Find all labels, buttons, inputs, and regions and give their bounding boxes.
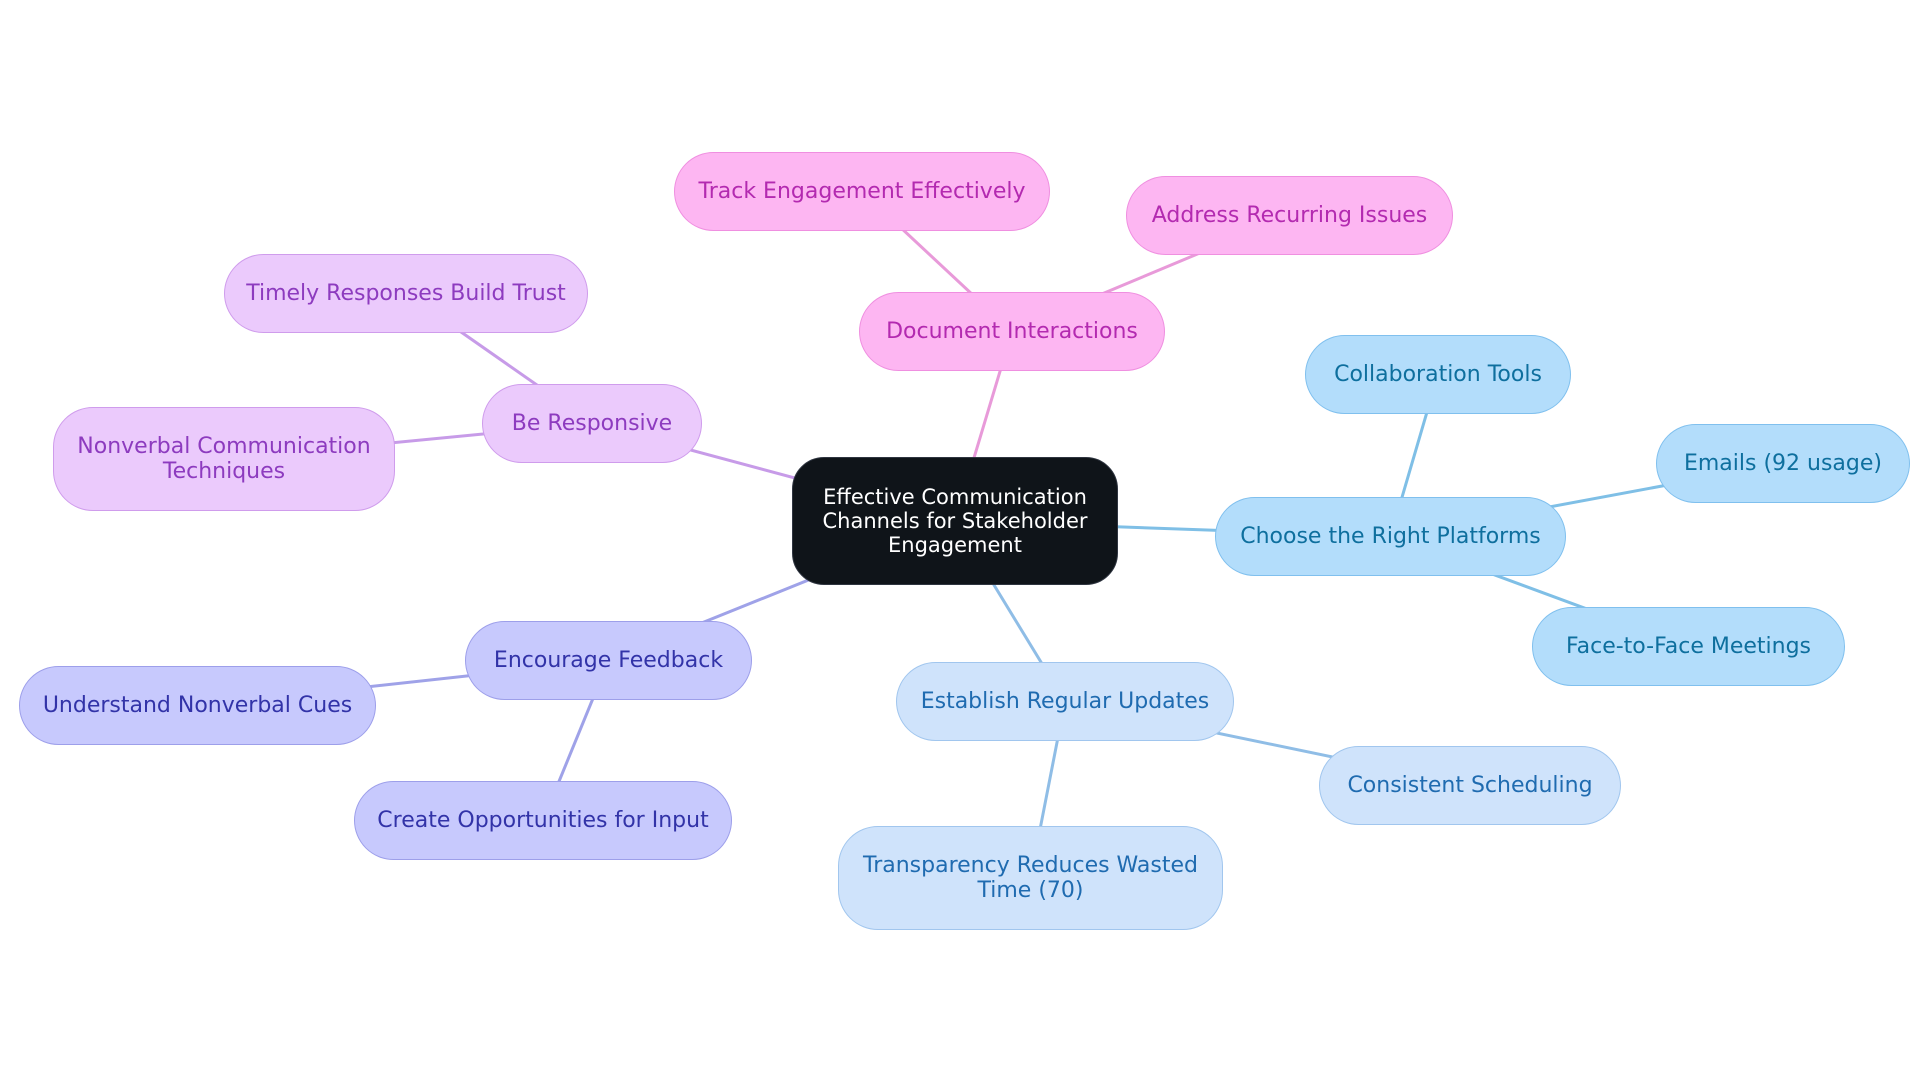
leaf-node-understand-nonverbal-cues[interactable]: Understand Nonverbal Cues [19,666,376,745]
branch-node-document-interactions[interactable]: Document Interactions [859,292,1165,371]
leaf-node-transparency-reduces-wasted-time-70-label: Transparency Reduces Wasted Time (70) [863,853,1198,903]
branch-node-document-interactions-label: Document Interactions [886,319,1138,344]
branch-node-encourage-feedback[interactable]: Encourage Feedback [465,621,752,700]
leaf-node-track-engagement-effectively[interactable]: Track Engagement Effectively [674,152,1050,231]
leaf-node-understand-nonverbal-cues-label: Understand Nonverbal Cues [42,693,353,718]
leaf-node-create-opportunities-for-input-label: Create Opportunities for Input [377,808,709,833]
leaf-node-address-recurring-issues-label: Address Recurring Issues [1151,203,1428,228]
central-topic-node[interactable]: Effective Communication Channels for Sta… [792,457,1118,585]
leaf-node-timely-responses-build-trust-label: Timely Responses Build Trust [246,281,566,306]
leaf-node-nonverbal-communication-techniques-label: Nonverbal Communication Techniques [77,434,371,484]
leaf-node-emails-92-usage-label: Emails (92 usage) [1683,451,1883,476]
leaf-node-emails-92-usage[interactable]: Emails (92 usage) [1656,424,1910,503]
branch-node-establish-regular-updates-label: Establish Regular Updates [920,689,1210,714]
branch-node-be-responsive[interactable]: Be Responsive [482,384,702,463]
leaf-node-nonverbal-communication-techniques[interactable]: Nonverbal Communication Techniques [53,407,395,511]
branch-node-be-responsive-label: Be Responsive [511,411,673,436]
leaf-node-collaboration-tools-label: Collaboration Tools [1334,362,1542,387]
branch-node-encourage-feedback-label: Encourage Feedback [493,648,724,673]
central-topic-node-label: Effective Communication Channels for Sta… [822,485,1088,557]
leaf-node-track-engagement-effectively-label: Track Engagement Effectively [698,179,1026,204]
leaf-node-consistent-scheduling-label: Consistent Scheduling [1347,773,1593,798]
leaf-node-address-recurring-issues[interactable]: Address Recurring Issues [1126,176,1453,255]
leaf-node-consistent-scheduling[interactable]: Consistent Scheduling [1319,746,1621,825]
branch-node-establish-regular-updates[interactable]: Establish Regular Updates [896,662,1234,741]
branch-node-choose-the-right-platforms-label: Choose the Right Platforms [1240,524,1541,549]
branch-node-choose-the-right-platforms[interactable]: Choose the Right Platforms [1215,497,1566,576]
leaf-node-face-to-face-meetings[interactable]: Face-to-Face Meetings [1532,607,1845,686]
leaf-node-timely-responses-build-trust[interactable]: Timely Responses Build Trust [224,254,588,333]
leaf-node-create-opportunities-for-input[interactable]: Create Opportunities for Input [354,781,732,860]
leaf-node-face-to-face-meetings-label: Face-to-Face Meetings [1565,634,1812,659]
leaf-node-collaboration-tools[interactable]: Collaboration Tools [1305,335,1571,414]
leaf-node-transparency-reduces-wasted-time-70[interactable]: Transparency Reduces Wasted Time (70) [838,826,1223,930]
